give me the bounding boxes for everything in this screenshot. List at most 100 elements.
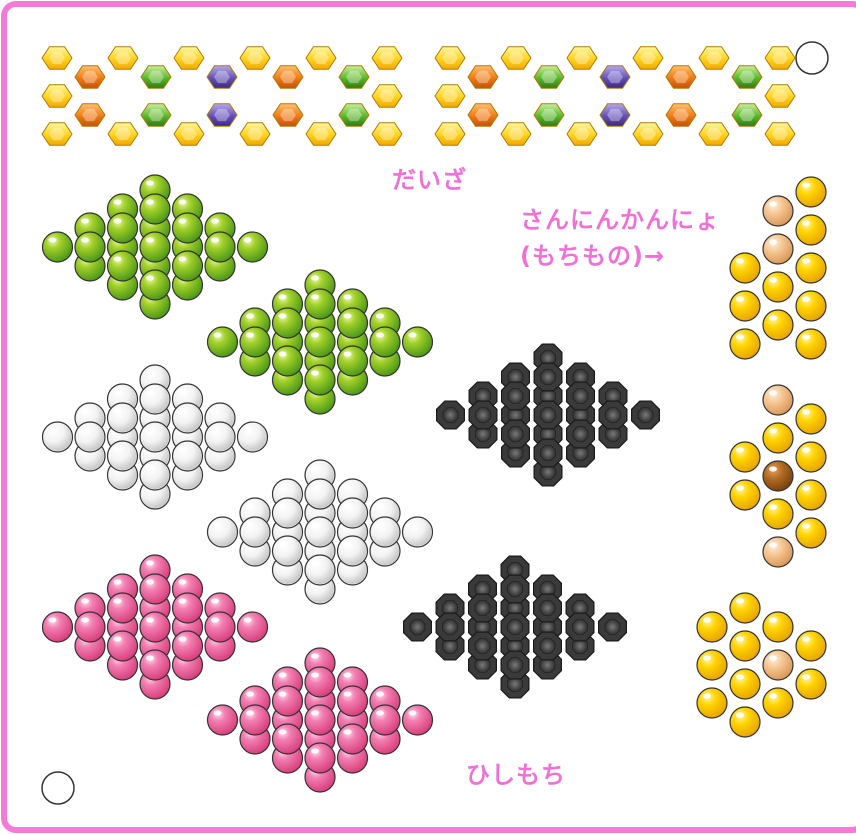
white-bead	[108, 441, 138, 471]
yellow-bead	[730, 631, 760, 661]
green-bead	[305, 327, 335, 357]
white-bead	[238, 422, 268, 452]
white-bead	[338, 536, 368, 566]
yellow-bead	[796, 253, 826, 283]
black-bead	[534, 594, 562, 622]
pink-bead	[305, 743, 335, 773]
yellow-bead	[730, 253, 760, 283]
black-bead	[534, 401, 562, 429]
yellow-bead	[796, 669, 826, 699]
peach-bead	[763, 385, 793, 415]
green-bead	[370, 327, 400, 357]
peg-hole-icon	[796, 42, 828, 74]
pink-bead	[305, 705, 335, 735]
black-bead	[567, 382, 595, 410]
yellow-bead	[796, 291, 826, 321]
yellow-bead	[763, 272, 793, 302]
green-bead	[305, 289, 335, 319]
green-bead	[140, 270, 170, 300]
yellow-bead	[730, 329, 760, 359]
white-bead	[305, 479, 335, 509]
peach-bead	[763, 234, 793, 264]
pink-bead	[208, 705, 238, 735]
yellow-bead	[796, 404, 826, 434]
label-hishimochi: ひしもち	[466, 755, 566, 790]
white-bead	[173, 441, 203, 471]
black-bead	[437, 401, 465, 429]
white-bead	[140, 384, 170, 414]
peg-hole-icon	[42, 772, 74, 804]
pink-bead	[205, 612, 235, 642]
white-bead	[205, 422, 235, 452]
pink-bead	[403, 705, 433, 735]
white-bead	[338, 498, 368, 528]
pink-bead	[273, 686, 303, 716]
yellow-bead	[763, 499, 793, 529]
black-bead	[534, 363, 562, 391]
pink-bead	[140, 650, 170, 680]
white-bead	[108, 403, 138, 433]
yellow-bead	[730, 442, 760, 472]
yellow-bead	[730, 707, 760, 737]
black-bead	[404, 613, 432, 641]
pink-bead	[240, 705, 270, 735]
yellow-bead	[763, 423, 793, 453]
black-bead	[436, 613, 464, 641]
yellow-bead	[730, 593, 760, 623]
yellow-bead	[763, 612, 793, 642]
yellow-bead	[796, 442, 826, 472]
yellow-bead	[796, 631, 826, 661]
white-bead	[305, 517, 335, 547]
green-bead	[173, 251, 203, 281]
yellow-bead	[697, 650, 727, 680]
yellow-bead	[763, 310, 793, 340]
label-sannin-kanjo: さんにんかんにょ	[520, 200, 720, 235]
yellow-bead	[796, 480, 826, 510]
green-bead	[140, 232, 170, 262]
green-bead	[108, 251, 138, 281]
black-bead	[469, 594, 497, 622]
pink-bead	[108, 631, 138, 661]
black-bead	[534, 632, 562, 660]
black-bead	[469, 401, 497, 429]
yellow-bead	[796, 177, 826, 207]
white-bead	[140, 422, 170, 452]
yellow-bead	[763, 688, 793, 718]
pink-bead	[238, 612, 268, 642]
green-bead	[273, 308, 303, 338]
pink-bead	[338, 686, 368, 716]
green-bead	[338, 346, 368, 376]
black-bead	[501, 651, 529, 679]
black-bead	[599, 401, 627, 429]
green-bead	[205, 232, 235, 262]
green-bead	[208, 327, 238, 357]
yellow-bead	[730, 291, 760, 321]
pink-bead	[140, 574, 170, 604]
black-bead	[534, 439, 562, 467]
black-bead	[632, 401, 660, 429]
pink-bead	[140, 612, 170, 642]
yellow-bead	[796, 215, 826, 245]
black-bead	[501, 613, 529, 641]
green-bead	[338, 308, 368, 338]
white-bead	[173, 403, 203, 433]
white-bead	[208, 517, 238, 547]
pink-bead	[370, 705, 400, 735]
white-bead	[403, 517, 433, 547]
white-bead	[273, 536, 303, 566]
black-bead	[501, 575, 529, 603]
brown-bead	[763, 461, 793, 491]
black-bead	[599, 613, 627, 641]
peach-bead	[763, 196, 793, 226]
yellow-bead	[796, 518, 826, 548]
pink-bead	[273, 724, 303, 754]
pink-bead	[173, 593, 203, 623]
black-bead	[502, 382, 530, 410]
green-bead	[240, 327, 270, 357]
pink-bead	[173, 631, 203, 661]
pink-bead	[305, 667, 335, 697]
white-bead	[370, 517, 400, 547]
black-bead	[566, 613, 594, 641]
black-bead	[469, 632, 497, 660]
